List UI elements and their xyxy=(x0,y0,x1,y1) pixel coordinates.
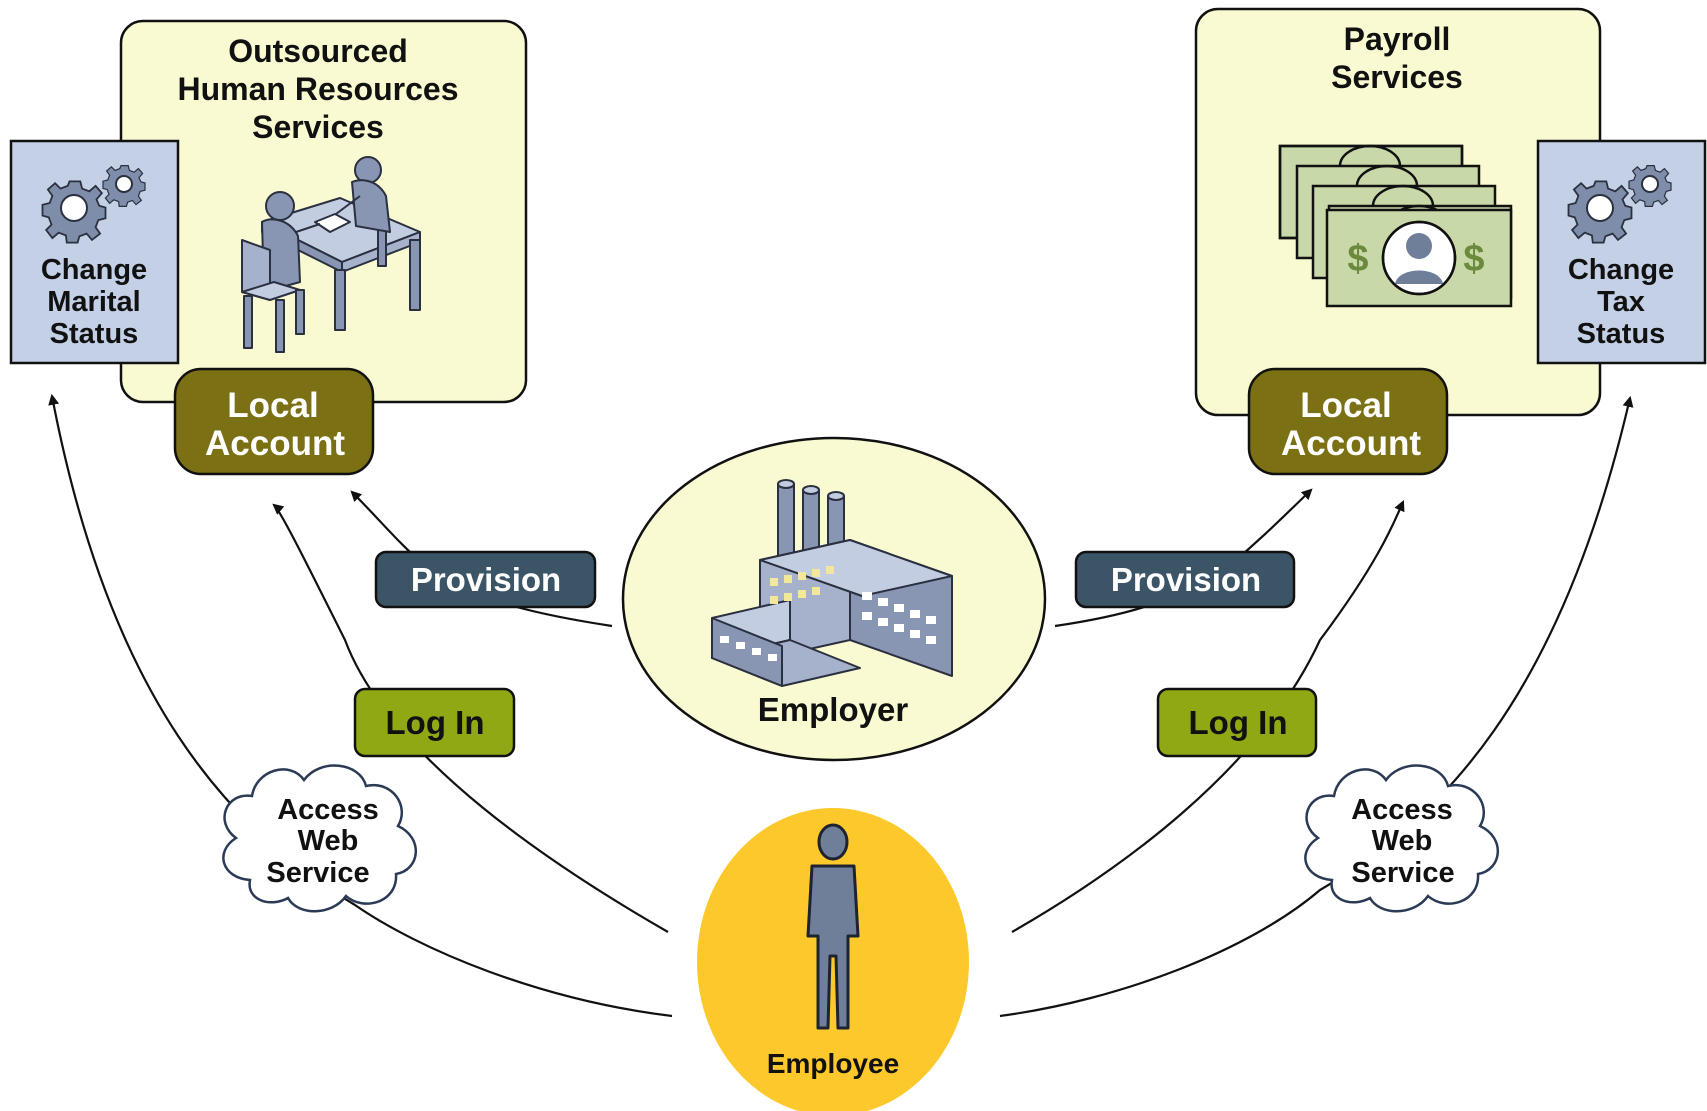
person-icon xyxy=(806,823,860,1030)
dollar-sign-left: $ xyxy=(1347,238,1368,280)
login-right-label: Log In xyxy=(1156,687,1318,758)
right-local-account-label-2: Account xyxy=(1281,424,1421,463)
provision-right-text: Provision xyxy=(1111,561,1261,598)
hr-services-node: Outsourced Human Resources Services xyxy=(9,19,528,476)
hr-services-title-1: Outsourced xyxy=(228,33,408,69)
employer-node: Employer xyxy=(621,436,1047,762)
money-stack-icon xyxy=(1278,144,1513,308)
change-marital-status-panel xyxy=(9,139,180,365)
right-local-account-box xyxy=(1247,367,1449,476)
provision-left-label: Provision xyxy=(374,550,597,609)
left-local-account-box xyxy=(173,367,375,476)
provision-left-text: Provision xyxy=(411,561,561,598)
left-local-account-label-1: Local xyxy=(227,386,318,425)
provision-right-box xyxy=(1074,550,1296,609)
change-marital-status-label-3: Status xyxy=(50,318,139,350)
hr-services-title-2: Human Resources xyxy=(178,71,459,107)
cloud-left-line-2: Web xyxy=(298,825,359,857)
cloud-icon xyxy=(222,764,417,913)
change-tax-status-panel xyxy=(1536,139,1707,365)
gear-icon xyxy=(1567,165,1672,244)
payroll-services-node: Payroll Services $ $ xyxy=(1194,7,1707,476)
payroll-services-title-2: Services xyxy=(1331,59,1463,95)
change-marital-status-label-2: Marital xyxy=(47,286,140,318)
login-right-box xyxy=(1156,687,1318,758)
employee-node: Employee xyxy=(697,808,969,1111)
factory-icon xyxy=(711,479,953,687)
cloud-right-line-1: Access xyxy=(1351,794,1453,826)
access-web-service-left-cloud: Access Web Service xyxy=(222,764,417,913)
login-left-text: Log In xyxy=(386,704,485,741)
change-tax-status-label-2: Tax xyxy=(1597,286,1645,318)
payroll-services-title-1: Payroll xyxy=(1344,21,1451,57)
access-web-service-right-cloud: Access Web Service xyxy=(1304,764,1499,913)
employer-label: Employer xyxy=(758,691,909,728)
meeting-desk-icon xyxy=(241,156,421,353)
change-marital-status-label-1: Change xyxy=(41,254,147,286)
login-left-box xyxy=(353,687,516,758)
employee-label: Employee xyxy=(767,1048,899,1079)
change-tax-status-label-3: Status xyxy=(1577,318,1666,350)
provision-left-box xyxy=(374,550,597,609)
employee-circle xyxy=(697,808,969,1111)
login-right-text: Log In xyxy=(1189,704,1288,741)
hr-services-title-3: Services xyxy=(252,109,384,145)
cloud-left-line-3: Service xyxy=(266,857,369,889)
right-local-account-label-1: Local xyxy=(1300,386,1391,425)
left-local-account-label-2: Account xyxy=(205,424,345,463)
login-left-label: Log In xyxy=(353,687,516,758)
cloud-left-line-1: Access xyxy=(277,794,379,826)
cloud-icon xyxy=(1304,764,1499,913)
provision-right-label: Provision xyxy=(1074,550,1296,609)
dollar-sign-right: $ xyxy=(1463,238,1484,280)
gear-icon xyxy=(41,165,146,244)
cloud-right-line-2: Web xyxy=(1372,825,1433,857)
change-tax-status-label-1: Change xyxy=(1568,254,1674,286)
cloud-right-line-3: Service xyxy=(1351,857,1454,889)
